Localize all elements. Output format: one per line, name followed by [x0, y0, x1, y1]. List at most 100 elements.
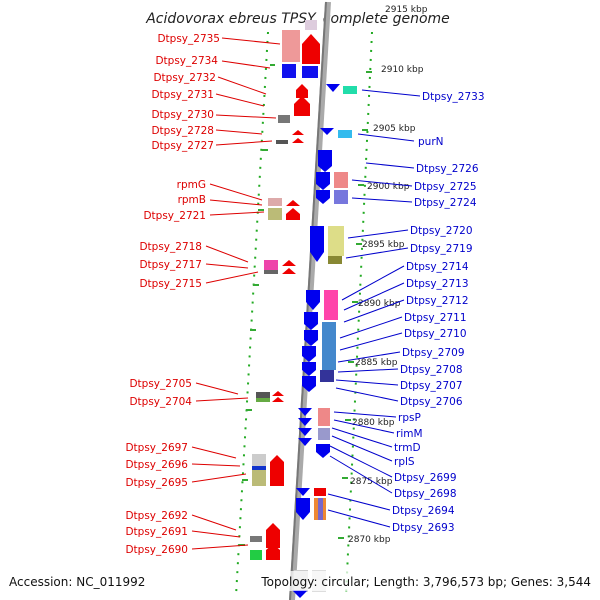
gene-label: Dtpsy_2718: [139, 241, 202, 253]
tick-label: 2885 kbp: [355, 358, 398, 368]
gene-block: [318, 408, 330, 426]
gene-arrow: [282, 260, 296, 266]
gene-label: Dtpsy_2698: [394, 488, 457, 500]
gene-label: Dtpsy_2710: [404, 328, 467, 340]
tick-label: 2875 kbp: [350, 477, 393, 487]
gene-label: Dtpsy_2699: [394, 472, 457, 484]
gene-label: Dtpsy_2714: [406, 261, 469, 273]
gene-label: Dtpsy_2696: [125, 459, 188, 471]
gene-label: Dtpsy_2692: [125, 510, 188, 522]
gene-label: Dtpsy_2708: [400, 364, 463, 376]
gene-label: rpmG: [177, 179, 206, 191]
gene-block: [302, 66, 318, 78]
gene-arrow: [282, 268, 296, 274]
gene-label: Dtpsy_2704: [129, 396, 192, 408]
left-gene-labels: Dtpsy_2735 Dtpsy_2734 Dtpsy_2732 Dtpsy_2…: [125, 33, 220, 556]
gene-label: Dtpsy_2705: [129, 378, 192, 390]
gene-block: [256, 398, 270, 402]
gene-arrow: [266, 523, 280, 548]
tick-label: 2905 kbp: [373, 124, 416, 134]
gene-arrow: [302, 34, 320, 64]
gene-label: Dtpsy_2725: [414, 181, 477, 193]
gene-arrow: [298, 438, 312, 446]
gene-label: Dtpsy_2734: [155, 55, 218, 67]
tick-label: 2900 kbp: [367, 182, 410, 192]
map-title: Acidovorax ebreus TPSY, complete genome: [145, 11, 450, 27]
gene-arrow: [292, 130, 304, 135]
gene-arrow: [318, 150, 332, 172]
gene-arrow: [298, 418, 312, 426]
gene-arrow: [298, 428, 312, 436]
topology-text: Topology: circular; Length: 3,796,573 bp…: [260, 575, 591, 589]
right-leaders: [327, 89, 421, 528]
gene-features: [250, 20, 357, 598]
gene-label: Dtpsy_2706: [400, 396, 463, 408]
tick-label: 2870 kbp: [348, 535, 391, 545]
gene-arrow: [296, 488, 310, 496]
gene-label: Dtpsy_2735: [157, 33, 220, 45]
gene-block: [338, 130, 352, 138]
gene-label: Dtpsy_2693: [392, 522, 455, 534]
gene-label: Dtpsy_2715: [139, 278, 202, 290]
gene-block: [334, 172, 348, 188]
gene-label: Dtpsy_2724: [414, 197, 477, 209]
gene-block: [314, 488, 326, 496]
gene-arrow: [310, 226, 324, 262]
gene-block: [343, 86, 357, 94]
gene-block: [282, 64, 296, 78]
gene-label: Dtpsy_2732: [153, 72, 216, 84]
gene-block: [256, 392, 270, 400]
gene-block: [328, 226, 344, 256]
accession-text: Accession: NC_011992: [9, 575, 145, 589]
gene-label: Dtpsy_2690: [125, 544, 188, 556]
gene-arrow: [286, 200, 300, 206]
tick-label: 2890 kbp: [358, 299, 401, 309]
gene-arrow: [296, 498, 310, 520]
gene-arrow: [316, 172, 330, 190]
gene-arrow: [292, 138, 304, 143]
gene-label: Dtpsy_2720: [410, 225, 473, 237]
gene-label: Dtpsy_2733: [422, 91, 485, 103]
gene-label: Dtpsy_2731: [151, 89, 214, 101]
left-leaders: [191, 37, 281, 550]
gene-block: [320, 370, 334, 382]
gene-block: [322, 322, 336, 370]
gene-arrow: [272, 391, 284, 396]
gene-label: Dtpsy_2717: [139, 259, 202, 271]
gene-label: Dtpsy_2728: [151, 125, 214, 137]
gene-label: Dtpsy_2712: [406, 295, 469, 307]
gene-block: [324, 290, 338, 320]
gene-arrow: [316, 444, 330, 458]
gene-label: rpsP: [398, 412, 421, 424]
tick-label: 2880 kbp: [352, 418, 395, 428]
gene-label: Dtpsy_2730: [151, 109, 214, 121]
gene-arrow: [296, 84, 308, 98]
gene-label: Dtpsy_2691: [125, 526, 188, 538]
gene-arrow: [266, 544, 280, 560]
gene-arrow: [306, 290, 320, 310]
gene-label: rpmB: [178, 194, 206, 206]
tick-label: 2895 kbp: [362, 240, 405, 250]
gene-label: Dtpsy_2719: [410, 243, 473, 255]
gene-block: [250, 550, 262, 560]
gene-block: [264, 260, 278, 270]
gene-arrow: [302, 346, 316, 362]
gene-label: Dtpsy_2711: [404, 312, 467, 324]
gene-block: [268, 208, 282, 220]
gene-block: [252, 454, 266, 466]
gene-block: [318, 428, 330, 440]
gene-label: Dtpsy_2697: [125, 442, 188, 454]
gene-arrow: [320, 128, 334, 135]
outer-right-ring: [345, 31, 373, 597]
gene-block: [305, 20, 317, 30]
tick-label: 2915 kbp: [385, 5, 428, 15]
footer-backdrop: [260, 571, 596, 591]
gene-arrow: [326, 84, 340, 92]
gene-label: trmD: [394, 442, 421, 454]
right-gene-labels: Dtpsy_2733 purN Dtpsy_2726 Dtpsy_2725 Dt…: [392, 91, 485, 534]
gene-arrow: [270, 455, 284, 486]
gene-block: [250, 536, 262, 542]
gene-label: Dtpsy_2707: [400, 380, 463, 392]
gene-label: Dtpsy_2695: [125, 477, 188, 489]
